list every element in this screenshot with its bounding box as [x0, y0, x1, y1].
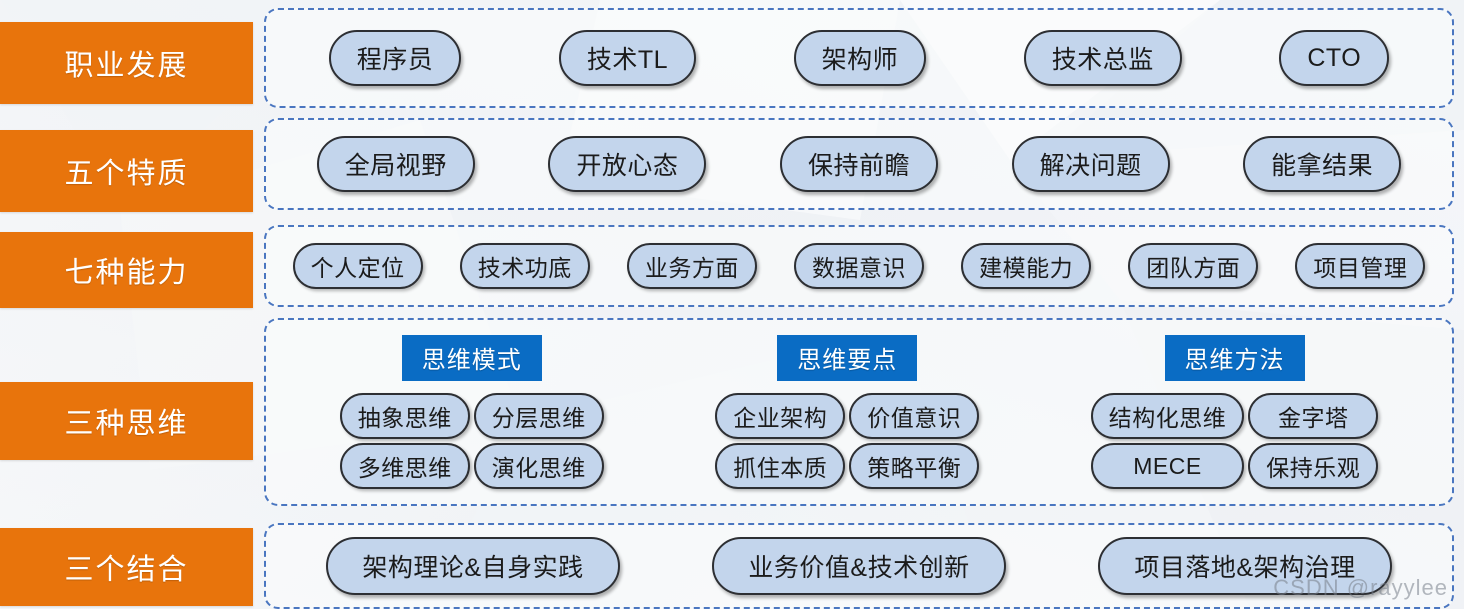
- pill-item[interactable]: 全局视野: [316, 136, 475, 192]
- panel-abilities: 个人定位 技术功底 业务方面 数据意识 建模能力 团队方面 项目管理: [264, 225, 1454, 307]
- category-label-text: 职业发展: [64, 50, 189, 82]
- pill-item[interactable]: 团队方面: [1128, 243, 1259, 289]
- pill-item[interactable]: 程序员: [328, 30, 462, 86]
- category-label-combination: 三个结合: [0, 528, 253, 606]
- watermark: CSDN @rayylee: [1273, 575, 1448, 600]
- pill-item[interactable]: MECE: [1090, 443, 1245, 489]
- pill-item[interactable]: 企业架构: [715, 393, 846, 439]
- panel-items-combination: 架构理论&自身实践 业务价值&技术创新 项目落地&架构治理: [266, 525, 1452, 607]
- pill-item[interactable]: 业务方面: [626, 243, 757, 289]
- thinking-group-methods: 思维方法 结构化思维 金字塔 MECE 保持乐观: [1090, 335, 1379, 489]
- pill-item[interactable]: 多维思维: [339, 443, 470, 489]
- group-title: 思维要点: [777, 335, 918, 381]
- thinking-group-mode: 思维模式 抽象思维 分层思维 多维思维 演化思维: [339, 335, 604, 489]
- pill-item[interactable]: 建模能力: [961, 243, 1092, 289]
- panel-combination: 架构理论&自身实践 业务价值&技术创新 项目落地&架构治理: [264, 523, 1454, 609]
- category-label-traits: 五个特质: [0, 130, 253, 212]
- pill-item[interactable]: 解决问题: [1011, 136, 1170, 192]
- pill-item[interactable]: 金字塔: [1248, 393, 1379, 439]
- pill-item[interactable]: 抽象思维: [339, 393, 470, 439]
- pill-item[interactable]: 保持乐观: [1248, 443, 1379, 489]
- pill-item[interactable]: 演化思维: [473, 443, 604, 489]
- pill-item[interactable]: 数据意识: [793, 243, 924, 289]
- pill-item[interactable]: 技术功底: [459, 243, 590, 289]
- group-title: 思维模式: [401, 335, 542, 381]
- pill-item[interactable]: 技术TL: [558, 30, 697, 86]
- group-items: 结构化思维 金字塔 MECE 保持乐观: [1090, 393, 1379, 489]
- pill-item[interactable]: 架构师: [793, 30, 927, 86]
- category-label-text: 三种思维: [64, 408, 189, 440]
- panel-items-abilities: 个人定位 技术功底 业务方面 数据意识 建模能力 团队方面 项目管理: [266, 227, 1452, 305]
- group-title: 思维方法: [1164, 335, 1305, 381]
- pill-item[interactable]: 项目落地&架构治理: [1098, 537, 1392, 595]
- pill-item[interactable]: 项目管理: [1295, 243, 1426, 289]
- pill-item[interactable]: 抓住本质: [715, 443, 846, 489]
- panel-thinking: 思维模式 抽象思维 分层思维 多维思维 演化思维 思维要点 企业架构 价值意识 …: [264, 318, 1454, 506]
- pill-item[interactable]: 个人定位: [292, 243, 423, 289]
- pill-item[interactable]: 业务价值&技术创新: [712, 537, 1006, 595]
- category-label-text: 七种能力: [64, 257, 189, 289]
- pill-item[interactable]: 能拿结果: [1243, 136, 1402, 192]
- panel-items-career: 程序员 技术TL 架构师 技术总监 CTO: [266, 10, 1452, 106]
- pill-item[interactable]: 架构理论&自身实践: [326, 537, 620, 595]
- panel-career: 程序员 技术TL 架构师 技术总监 CTO: [264, 8, 1454, 108]
- group-items: 抽象思维 分层思维 多维思维 演化思维: [339, 393, 604, 489]
- group-items: 企业架构 价值意识 抓住本质 策略平衡: [715, 393, 980, 489]
- panel-traits: 全局视野 开放心态 保持前瞻 解决问题 能拿结果: [264, 118, 1454, 210]
- pill-item[interactable]: CTO: [1279, 30, 1390, 86]
- thinking-groups: 思维模式 抽象思维 分层思维 多维思维 演化思维 思维要点 企业架构 价值意识 …: [266, 320, 1452, 504]
- pill-item[interactable]: 策略平衡: [849, 443, 980, 489]
- pill-item[interactable]: 技术总监: [1023, 30, 1182, 86]
- category-label-abilities: 七种能力: [0, 232, 253, 308]
- panel-items-traits: 全局视野 开放心态 保持前瞻 解决问题 能拿结果: [266, 120, 1452, 208]
- pill-item[interactable]: 结构化思维: [1090, 393, 1245, 439]
- pill-item[interactable]: 价值意识: [849, 393, 980, 439]
- pill-item[interactable]: 开放心态: [548, 136, 707, 192]
- category-label-thinking: 三种思维: [0, 382, 253, 460]
- category-label-career: 职业发展: [0, 22, 253, 104]
- thinking-group-points: 思维要点 企业架构 价值意识 抓住本质 策略平衡: [715, 335, 980, 489]
- category-label-text: 三个结合: [64, 554, 189, 586]
- pill-item[interactable]: 分层思维: [473, 393, 604, 439]
- category-label-text: 五个特质: [64, 158, 189, 190]
- pill-item[interactable]: 保持前瞻: [779, 136, 938, 192]
